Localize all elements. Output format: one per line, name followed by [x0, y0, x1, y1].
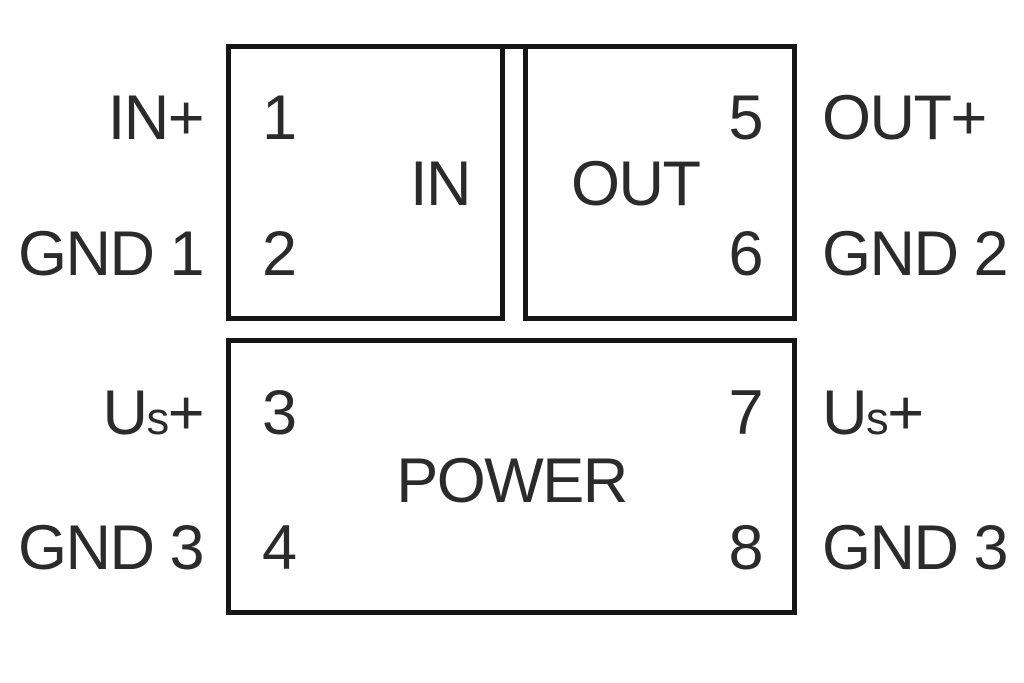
in-block-title: IN: [410, 149, 472, 219]
out-block-title: OUT: [571, 149, 701, 219]
power-block: [226, 338, 797, 615]
in-block: [226, 44, 505, 321]
pin-2-signal-label: GND 1: [0, 219, 205, 289]
pin-4-signal-label: GND 3: [0, 513, 205, 583]
signal-text: GND 3: [822, 513, 1009, 583]
pin-4-number: 4: [262, 513, 297, 583]
signal-text: OUT+: [822, 83, 987, 153]
pin-8-number: 8: [728, 513, 763, 583]
signal-text: GND 2: [822, 219, 1009, 289]
pin-2-number: 2: [262, 219, 297, 289]
pin-5-number: 5: [728, 83, 763, 153]
signal-text: U: [822, 378, 868, 448]
signal-suffix: +: [167, 378, 205, 448]
pin-8-signal-label: GND 3: [822, 516, 1024, 580]
power-block-title: POWER: [396, 446, 628, 516]
signal-text: GND 1: [17, 219, 205, 289]
pin-1-number: 1: [262, 83, 297, 153]
pin-7-number: 7: [728, 378, 763, 448]
pin-6-number: 6: [728, 219, 763, 289]
signal-text: GND 3: [17, 513, 205, 583]
pin-5-signal-label: OUT+: [822, 86, 1024, 150]
pin-1-signal-label: IN+: [0, 83, 205, 153]
signal-subscript: s: [146, 393, 170, 444]
signal-text: IN+: [107, 83, 205, 153]
top-edge-bridge: [503, 44, 525, 49]
pin-6-signal-label: GND 2: [822, 222, 1024, 286]
out-block: [523, 44, 797, 321]
signal-text: U: [102, 378, 149, 448]
signal-subscript: s: [866, 393, 889, 444]
signal-suffix: +: [887, 378, 924, 448]
pin-3-signal-label: Us+: [0, 378, 205, 448]
pin-3-number: 3: [262, 378, 297, 448]
pin-7-signal-label: Us+: [822, 381, 1024, 445]
